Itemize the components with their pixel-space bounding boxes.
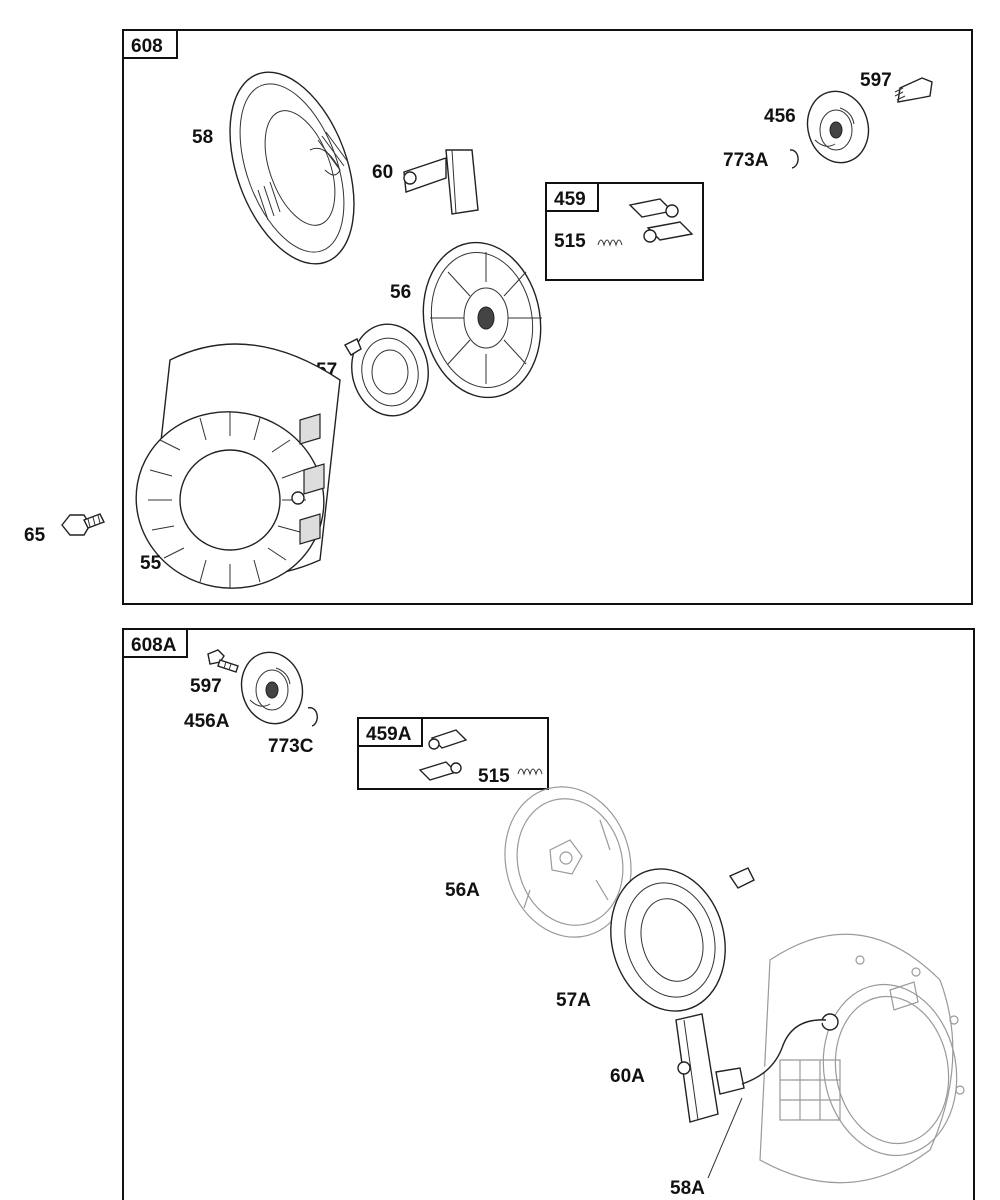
label-55: 55	[140, 553, 162, 574]
part-773a-ring-icon	[789, 149, 799, 169]
kit-459a: 459A 515	[357, 717, 549, 790]
label-597: 597	[860, 70, 892, 91]
label-456a: 456A	[184, 711, 230, 732]
assembly-608a-tag-box	[122, 628, 188, 658]
kit-459-tag: 459	[554, 189, 586, 210]
label-456: 456	[764, 106, 796, 127]
kit-459-frame	[545, 182, 704, 281]
assembly-608-tag-box	[122, 29, 178, 59]
label-773a: 773A	[723, 150, 769, 171]
label-515-a: 515	[478, 766, 510, 787]
part-456a-retainer-icon	[240, 651, 304, 725]
label-60: 60	[372, 162, 393, 183]
part-56a-pulley-icon	[504, 786, 632, 938]
part-515-spring-icon	[597, 239, 623, 247]
part-57a-spring-cup-icon	[610, 867, 755, 1012]
kit-459a-tag-box	[357, 717, 423, 747]
assembly-608-frame	[122, 29, 973, 605]
kit-459a-frame	[357, 717, 549, 790]
part-60a-starter-handle-icon	[675, 1013, 745, 1123]
assembly-608a-frame	[122, 628, 975, 1200]
part-597-screw-icon	[207, 649, 239, 673]
label-597-a: 597	[190, 676, 222, 697]
part-pawl-icon	[418, 729, 468, 781]
part-55-starter-housing-icon	[135, 343, 341, 589]
part-58-rewind-spring-icon	[229, 71, 355, 265]
kit-459a-tag: 459A	[366, 724, 412, 745]
assembly-608-tag: 608	[131, 36, 163, 57]
part-56-pulley-icon	[422, 241, 542, 399]
part-pawl-icon	[628, 198, 694, 243]
part-597-screw-icon	[894, 77, 933, 103]
part-65-bolt-icon	[61, 513, 105, 536]
assembly-608a-tag: 608A	[131, 635, 177, 656]
label-56a: 56A	[445, 880, 480, 901]
part-starter-housing-a-icon	[741, 933, 965, 1184]
kit-459-tag-box	[545, 182, 599, 212]
kit-459: 459 515	[545, 182, 704, 281]
assembly-608: 608 58 60 597	[122, 29, 973, 605]
part-60-starter-handle-icon	[403, 149, 479, 215]
label-57a: 57A	[556, 990, 591, 1011]
label-515: 515	[554, 231, 586, 252]
label-60a: 60A	[610, 1066, 645, 1087]
part-57-spring-cup-icon	[344, 323, 429, 417]
label-58a: 58A	[670, 1178, 705, 1199]
part-456-retainer-icon	[806, 90, 870, 164]
label-56: 56	[390, 282, 411, 303]
part-773c-ring-icon	[307, 706, 318, 727]
part-515-spring-icon	[517, 768, 543, 776]
label-773c: 773C	[268, 736, 314, 757]
label-58: 58	[192, 127, 213, 148]
leader-58a	[707, 1097, 743, 1179]
label-65: 65	[24, 525, 46, 546]
assembly-608a: 608A 597 456A 773C 459A 515	[122, 628, 975, 1200]
